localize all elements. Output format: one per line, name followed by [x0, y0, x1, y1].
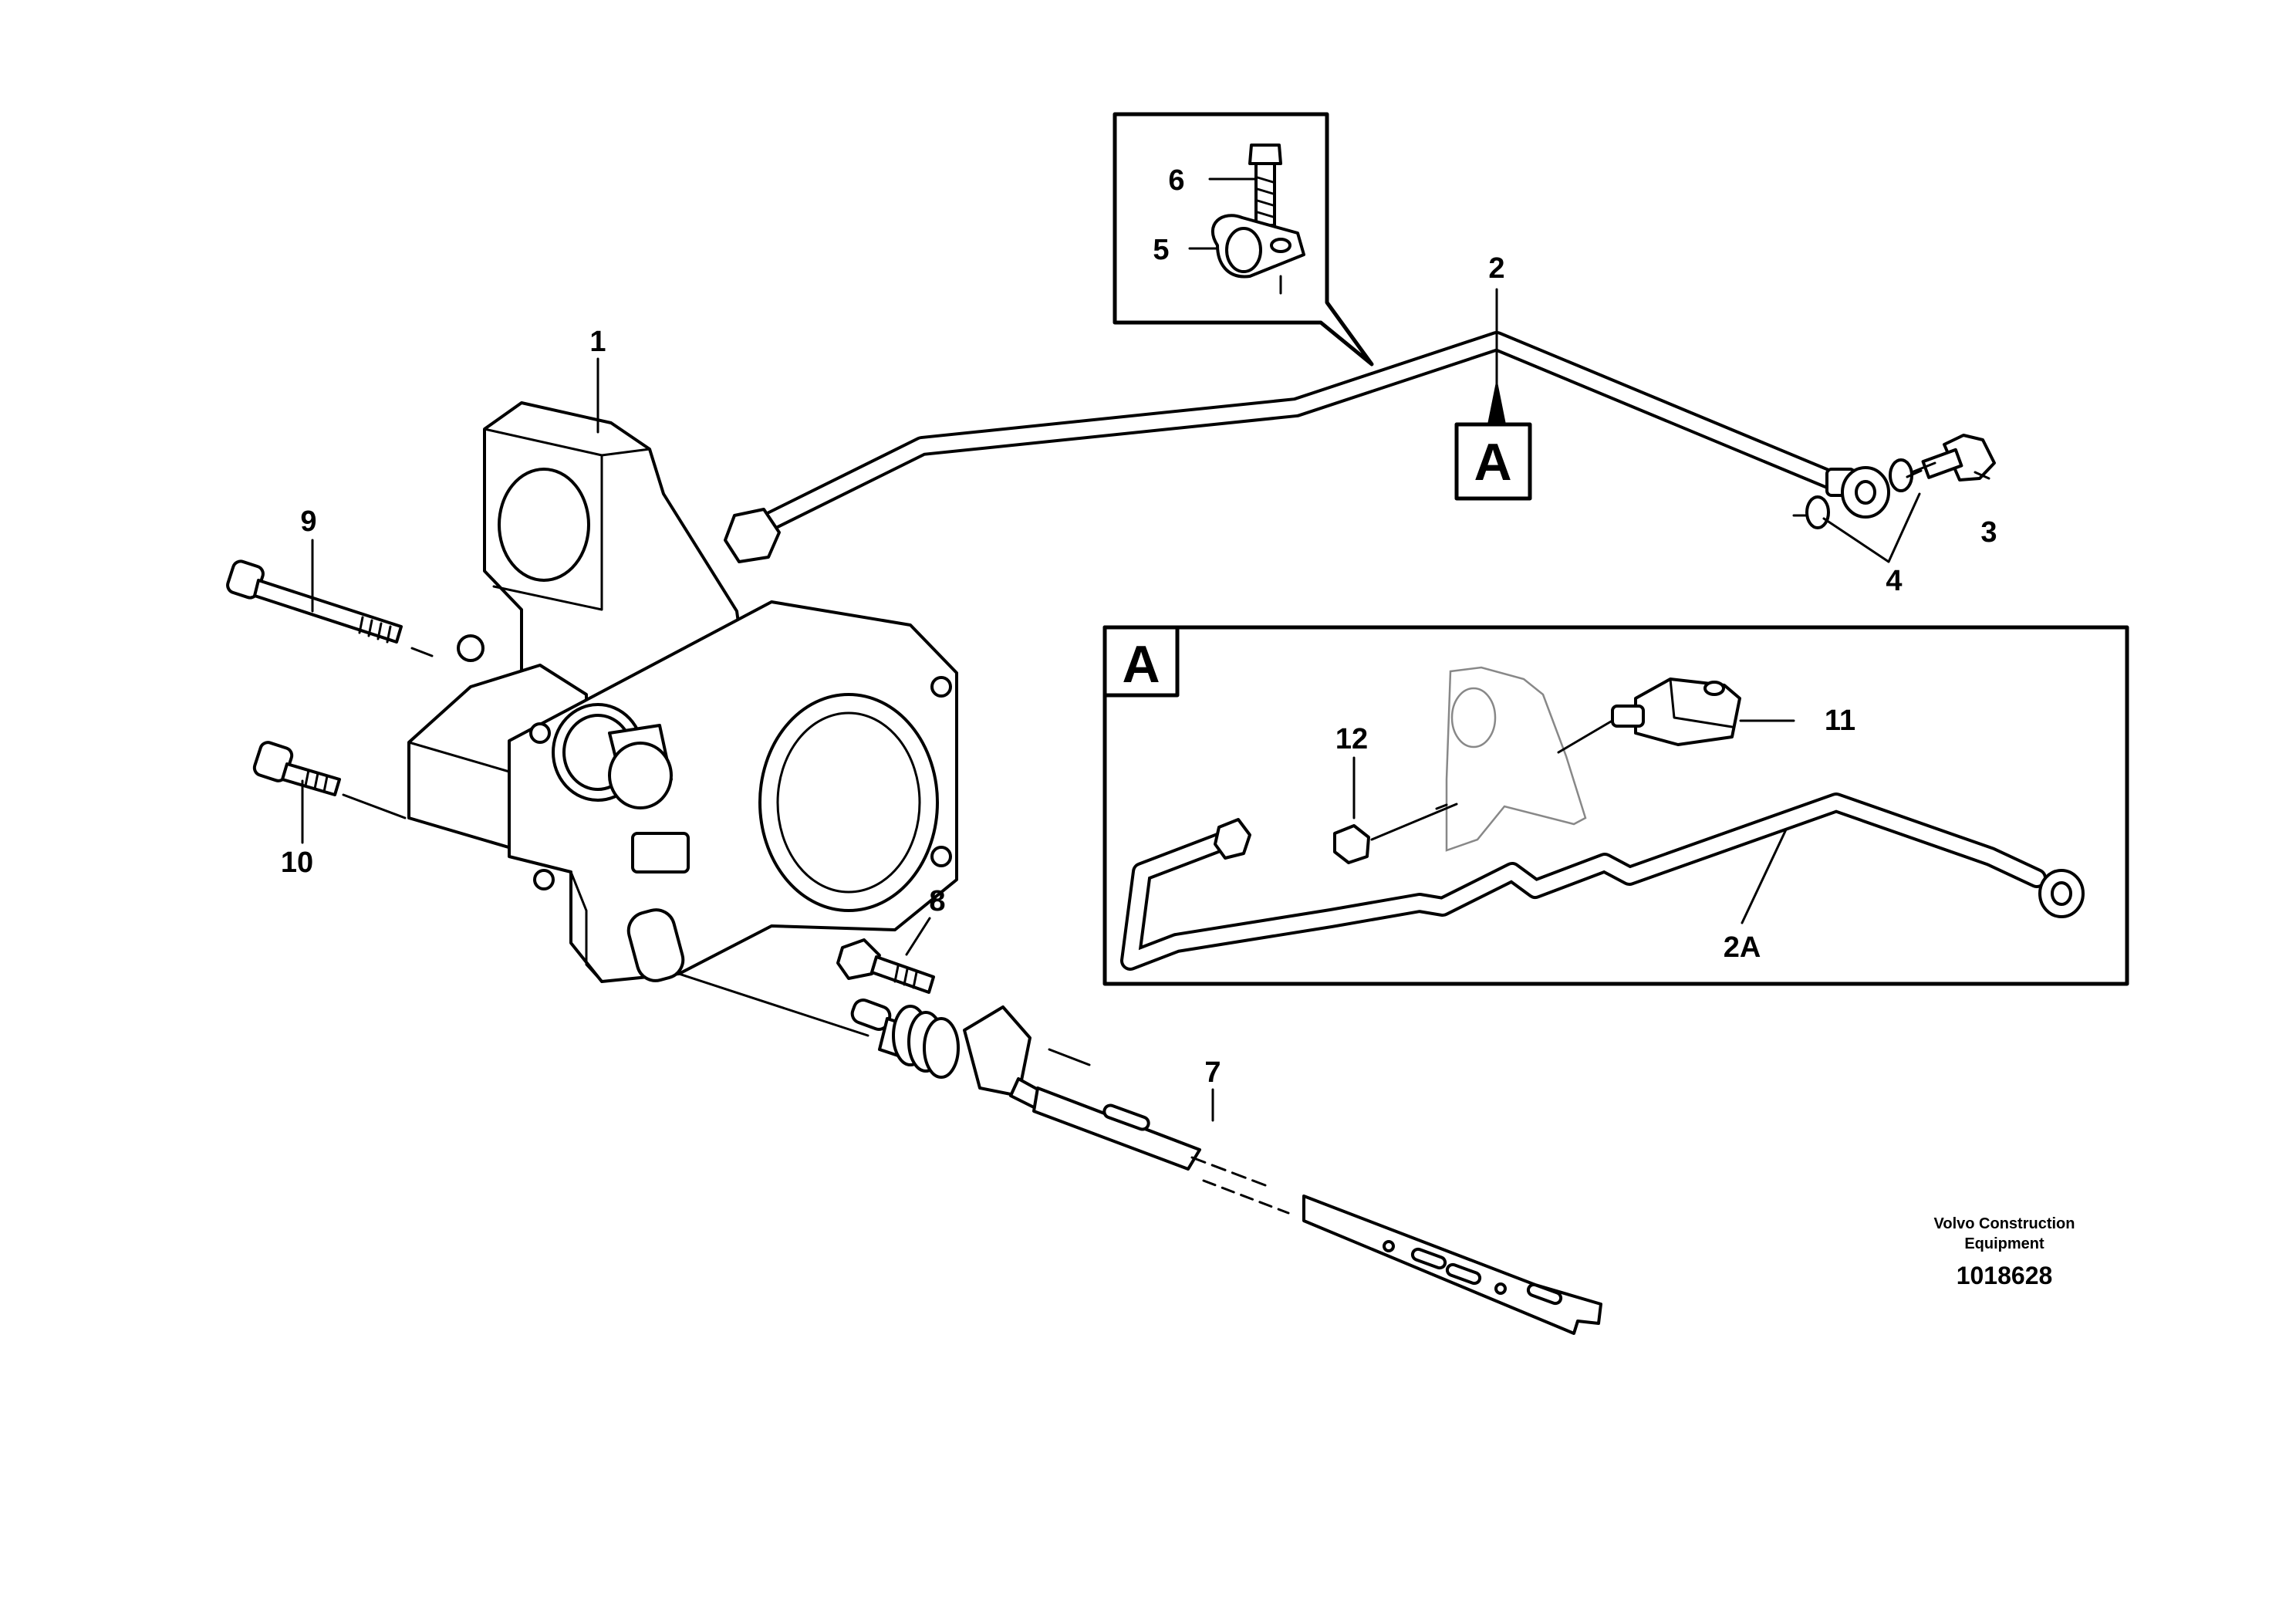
- bolt-10-drawing: [252, 741, 407, 819]
- callout-7: 7: [1204, 1056, 1221, 1089]
- bracket-1-drawing: [407, 401, 958, 983]
- callout-5: 5: [1153, 234, 1169, 266]
- callout-4: 4: [1886, 565, 1902, 597]
- detail-view-a: A: [1102, 625, 2129, 986]
- bolt-3-drawing: [1910, 434, 1996, 482]
- detail-marker-letter: A: [1122, 635, 1160, 694]
- pipe-2-drawing: [724, 331, 1890, 563]
- clamp-detail-box: [1113, 112, 1374, 367]
- washers-4-drawing: [1805, 458, 1913, 529]
- callout-2: 2: [1488, 252, 1504, 285]
- view-marker-a: A: [1454, 340, 1532, 501]
- callout-6: 6: [1168, 164, 1184, 197]
- view-marker-letter: A: [1474, 433, 1511, 492]
- drawing-number: 1018628: [1957, 1262, 2053, 1289]
- callout-8: 8: [929, 885, 945, 917]
- callout-9: 9: [300, 505, 316, 538]
- company-line-1: Volvo Construction: [1934, 1215, 2075, 1232]
- callout-11: 11: [1825, 705, 1855, 737]
- dipstick-7-drawing: [677, 972, 1602, 1335]
- callout-12: 12: [1335, 723, 1368, 755]
- company-line-2: Equipment: [1964, 1235, 2044, 1252]
- bolt-9-drawing: [226, 559, 434, 657]
- clamp-5-drawing: [1211, 214, 1305, 295]
- bolt-6-drawing: [1248, 144, 1282, 227]
- callout-1: 1: [589, 326, 606, 358]
- callout-3: 3: [1980, 516, 1997, 549]
- callout-2a: 2A: [1724, 931, 1761, 964]
- bolt-8-drawing: [836, 938, 935, 994]
- callout-10: 10: [281, 846, 313, 879]
